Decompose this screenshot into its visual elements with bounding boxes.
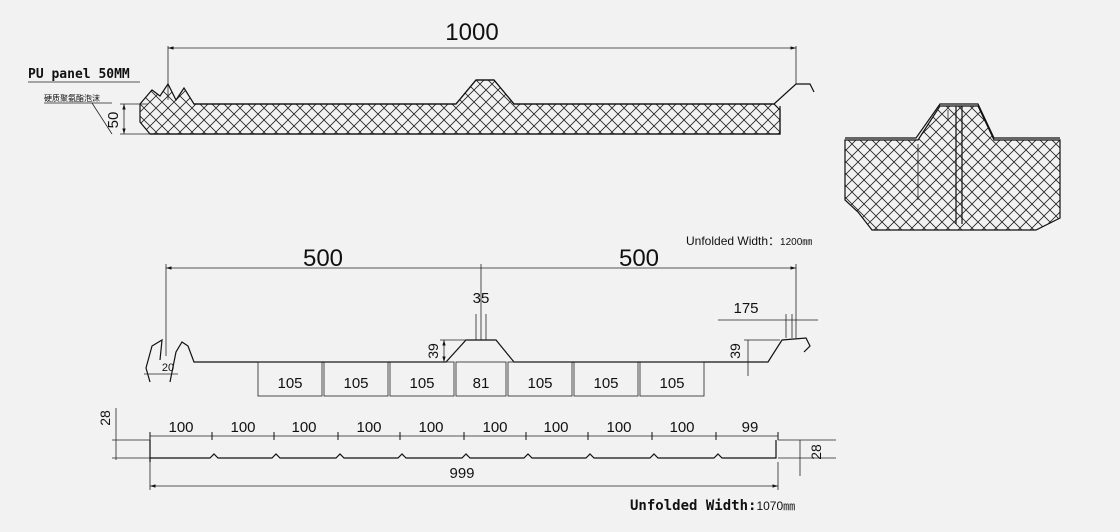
liner-sheet-line xyxy=(149,440,777,462)
joint-detail xyxy=(844,103,1061,231)
detail-foam xyxy=(844,105,1061,231)
pitch-10: 99 xyxy=(742,419,759,436)
pan-box-3 xyxy=(389,361,455,397)
pitch-8: 100 xyxy=(606,419,631,436)
detail-skin xyxy=(845,103,1060,139)
roof-left-width: 500 xyxy=(303,245,343,272)
rib-height-right-value: 39 xyxy=(727,343,743,359)
panel-width-value: 1000 xyxy=(445,19,498,46)
pitch-3: 100 xyxy=(291,419,316,436)
thickness-leader xyxy=(91,102,113,135)
pan-7: 105 xyxy=(659,375,684,392)
pan-box-4 xyxy=(455,361,507,397)
rib-top-value: 35 xyxy=(473,290,490,307)
pitch-4: 100 xyxy=(356,419,381,436)
pan-box-2 xyxy=(323,361,389,397)
pan-box-5 xyxy=(507,361,573,397)
panel-top-skin xyxy=(194,79,815,105)
pan-3: 105 xyxy=(409,375,434,392)
pitch-labels: 100 100 100 100 100 100 100 100 100 99 xyxy=(168,419,758,436)
liner-total: 999 xyxy=(449,465,474,482)
panel-sublabel: 硬质聚氨酯泡沫 xyxy=(44,93,100,103)
pan-6: 105 xyxy=(593,375,618,392)
roof-sheet-line xyxy=(145,337,811,383)
pan-4: 81 xyxy=(473,375,490,392)
pan-box-7 xyxy=(639,361,705,397)
pitch-7: 100 xyxy=(543,419,568,436)
roof-profile: Unfolded Width：1200㎜ 500 500 35 39 39 17… xyxy=(144,234,818,397)
roof-unfolded-value: 1200㎜ xyxy=(780,237,812,248)
pan-5: 105 xyxy=(527,375,552,392)
pan-2: 105 xyxy=(343,375,368,392)
liner-profile: 100 100 100 100 100 100 100 100 100 99 9… xyxy=(97,408,836,514)
roof-unfolded-label: Unfolded Width：1200㎜ xyxy=(686,234,812,248)
rib-height-left-value: 39 xyxy=(425,343,441,359)
panel-foam-core xyxy=(139,79,781,135)
pitch-6: 100 xyxy=(482,419,507,436)
pitch-ticks xyxy=(149,432,779,440)
panel-thickness: 50 xyxy=(105,112,122,129)
liner-height-right: 28 xyxy=(808,444,824,460)
liner-unfolded-value: 1070㎜ xyxy=(756,499,795,513)
pitch-9: 100 xyxy=(669,419,694,436)
roof-right-width: 500 xyxy=(619,245,659,272)
pitch-5: 100 xyxy=(418,419,443,436)
panel-section: 1000 PU panel 50MM 硬质聚氨酯泡沫 50 xyxy=(28,19,815,135)
overlap-value: 175 xyxy=(733,300,758,317)
pitch-2: 100 xyxy=(230,419,255,436)
liner-height-left: 28 xyxy=(97,410,113,426)
pan-1: 105 xyxy=(277,375,302,392)
hook-value: 20 xyxy=(162,362,174,374)
pan-dimension-row: 105 105 105 81 105 105 105 xyxy=(257,361,705,397)
panel-label: PU panel 50MM xyxy=(28,67,130,82)
pan-box-1 xyxy=(257,361,323,397)
pitch-1: 100 xyxy=(168,419,193,436)
pan-box-6 xyxy=(573,361,639,397)
liner-unfolded-label: Unfolded Width:1070㎜ xyxy=(630,498,795,514)
panel-bottom-skin xyxy=(150,106,781,135)
